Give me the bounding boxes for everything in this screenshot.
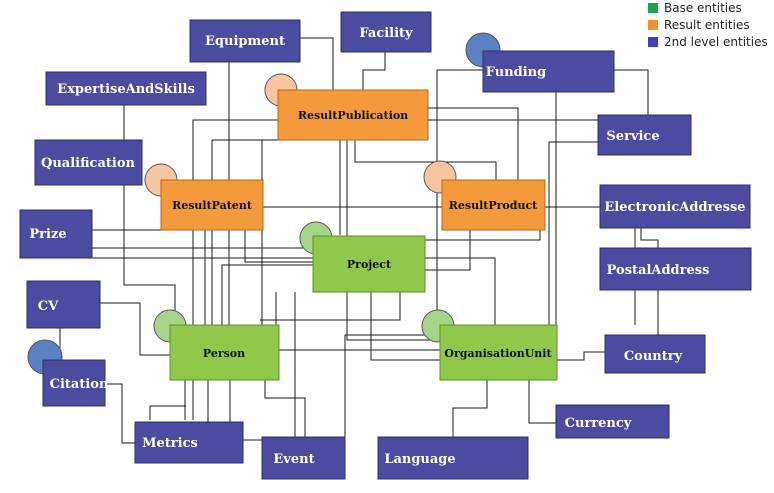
cv-entity[interactable]: CV [26,280,101,329]
event-entity[interactable]: Event [261,436,346,480]
connector-line [428,107,519,180]
legend-label-result: Result entities [664,18,750,32]
service-label: Service [606,129,659,144]
postaladdress-label: PostalAddress [607,263,710,278]
connector-line [344,334,440,437]
legend-label-second: 2nd level entities [664,35,768,49]
organisationunit-entity[interactable]: OrganisationUnit [439,324,558,381]
electronicaddresse-label: ElectronicAddresse [604,200,745,215]
resultpatent-label: ResultPatent [172,199,253,212]
project-label: Project [347,258,392,271]
service-entity[interactable]: Service [597,114,692,156]
connector-line [92,229,213,335]
language-label: Language [384,452,455,467]
connector-line [425,230,541,241]
country-label: Country [624,349,683,364]
legend: Base entities Result entities 2nd level … [648,1,768,49]
connector-line [557,351,605,361]
connector-line [452,380,488,437]
currency-label: Currency [565,416,632,431]
country-entity[interactable]: Country [604,334,706,374]
funding-entity[interactable]: Funding [482,50,615,93]
facility-entity[interactable]: Facility [340,11,432,53]
connector-line [370,292,440,361]
connector-line [614,69,649,115]
connector-line [260,292,401,321]
connector-line [92,257,496,325]
connector-line [100,302,170,356]
equipment-label: Equipment [205,34,285,49]
citation-label: Citation [50,377,109,392]
cv-label: CV [38,299,59,314]
expertiseandskills-entity[interactable]: ExpertiseAndSkills [45,71,207,106]
language-entity[interactable]: Language [377,436,529,480]
resultproduct-entity[interactable]: ResultProduct [441,179,546,231]
postaladdress-entity[interactable]: PostalAddress [599,247,752,291]
connector-line [123,185,176,325]
equipment-entity[interactable]: Equipment [189,19,301,63]
connector-lines [59,37,659,444]
prize-label: Prize [29,227,66,242]
connector-line [300,37,334,90]
qualification-label: Qualification [41,156,135,171]
facility-label: Facility [359,26,413,41]
project-entity[interactable]: Project [312,235,426,293]
connector-line [244,230,313,263]
metrics-entity[interactable]: Metrics [134,421,244,464]
legend-label-base: Base entities [664,1,742,15]
legend-swatch-second [648,37,658,47]
person-entity[interactable]: Person [169,324,280,381]
connector-line [640,228,659,248]
metrics-label: Metrics [142,436,198,451]
legend-swatch-base [648,3,658,13]
qualification-entity[interactable]: Qualification [34,139,143,186]
resultpatent-entity[interactable]: ResultPatent [160,179,264,231]
expertiseandskills-label: ExpertiseAndSkills [57,82,195,97]
resultpublication-label: ResultPublication [298,109,408,122]
prize-entity[interactable]: Prize [19,209,93,259]
person-label: Person [203,347,245,360]
funding-label: Funding [486,65,546,80]
organisationunit-label: OrganisationUnit [444,347,552,360]
connector-line [425,230,471,271]
connector-line [521,141,598,351]
connector-line [192,119,278,420]
connector-line [354,140,497,180]
citation-entity[interactable]: Citation [42,359,109,407]
connector-line [221,264,313,325]
legend-swatch-result [648,20,658,30]
electronicaddresse-entity[interactable]: ElectronicAddresse [599,184,751,229]
connector-line [362,52,386,90]
connector-line [436,69,484,330]
resultproduct-label: ResultProduct [449,199,538,212]
currency-entity[interactable]: Currency [555,404,670,439]
connector-line [528,380,556,424]
connector-line [105,383,135,444]
connector-line [264,380,306,437]
resultpublication-entity[interactable]: ResultPublication [277,89,429,141]
connector-line [149,405,186,420]
event-label: Event [273,452,314,467]
